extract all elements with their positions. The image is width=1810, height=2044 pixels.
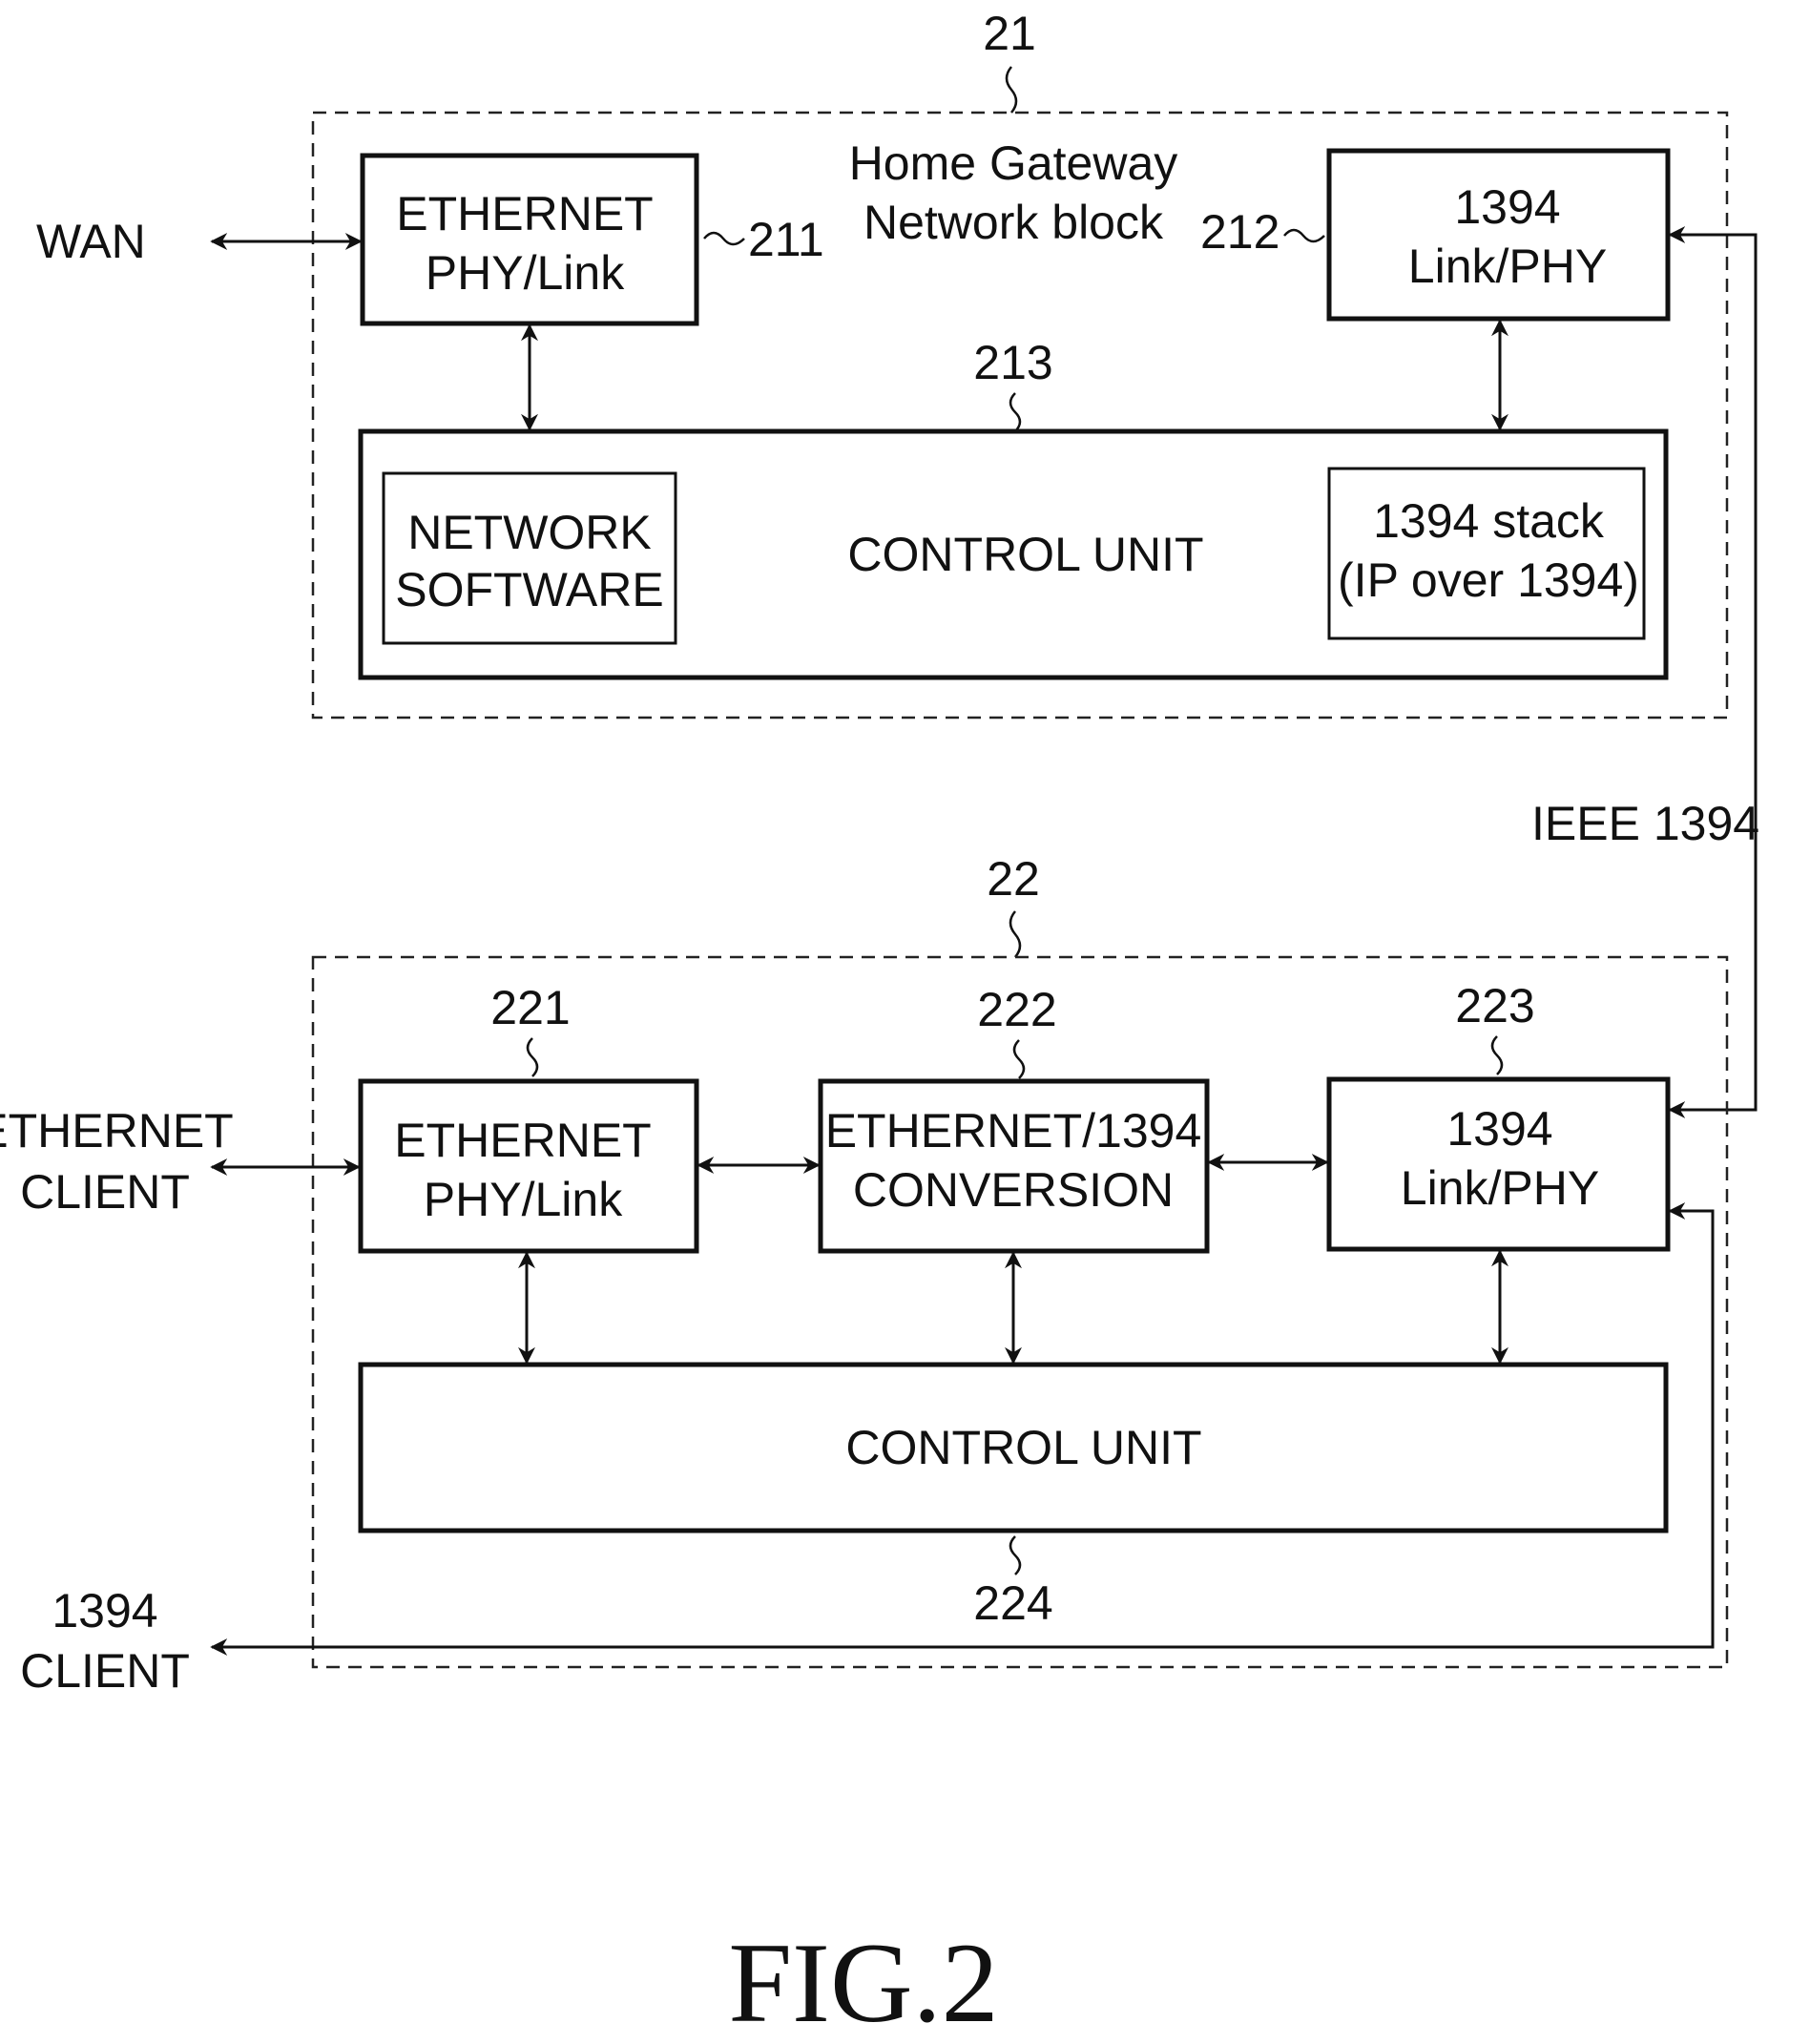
client-1394-line1: 1394 <box>52 1584 157 1637</box>
block-22-ref-squiggle <box>1010 911 1020 957</box>
conversion-222-line1: ETHERNET/1394 <box>825 1104 1202 1158</box>
link-phy-1394-212-line1: 1394 <box>1454 180 1560 234</box>
ethernet-phy-link-211-line2: PHY/Link <box>426 246 625 300</box>
home-gateway-ref-squiggle <box>1007 67 1016 113</box>
control-unit-213-label: CONTROL UNIT <box>847 528 1203 581</box>
ethernet-client-line1: ETHERNET <box>0 1104 234 1158</box>
ref-213-squiggle <box>1010 393 1020 431</box>
control-unit-224-label: CONTROL UNIT <box>845 1421 1201 1474</box>
figure-label: FIG.2 <box>728 1919 998 2044</box>
ref-221-label: 221 <box>490 981 570 1034</box>
wan-label: WAN <box>36 215 146 268</box>
ieee-1394-label: IEEE 1394 <box>1531 797 1759 850</box>
stack-1394-line2: (IP over 1394) <box>1338 553 1639 607</box>
link-phy-1394-223-line2: Link/PHY <box>1401 1161 1599 1215</box>
block-22-ref-label: 22 <box>987 852 1040 906</box>
ethernet-phy-link-221-line2: PHY/Link <box>424 1173 623 1226</box>
home-gateway-ref-label: 21 <box>983 7 1036 60</box>
stack-1394-line1: 1394 stack <box>1373 494 1605 548</box>
home-gateway-title-line2: Network block <box>863 196 1164 249</box>
client-1394-line2: CLIENT <box>20 1644 190 1698</box>
ref-221-squiggle <box>528 1038 537 1076</box>
ref-211-label: 211 <box>748 213 824 266</box>
ref-223-label: 223 <box>1455 979 1534 1032</box>
ref-213-label: 213 <box>973 336 1052 389</box>
ref-222-label: 222 <box>977 983 1056 1036</box>
link-phy-1394-box-212 <box>1329 151 1668 319</box>
home-gateway-title-line1: Home Gateway <box>849 136 1178 190</box>
ref-224-label: 224 <box>973 1576 1052 1630</box>
ref-223-squiggle <box>1492 1036 1502 1074</box>
ref-212-squiggle <box>1284 230 1324 241</box>
ethernet-client-line2: CLIENT <box>20 1165 190 1219</box>
client-network-block-22: 22 221 ETHERNET PHY/Link 222 ETHERNET/13… <box>313 852 1727 1667</box>
home-gateway-network-block: 21 Home Gateway Network block ETHERNET P… <box>313 7 1727 718</box>
ref-222-squiggle <box>1014 1040 1024 1078</box>
conversion-222-line2: CONVERSION <box>853 1163 1174 1217</box>
ref-211-squiggle <box>704 233 744 244</box>
link-phy-1394-212-line2: Link/PHY <box>1408 240 1607 293</box>
ethernet-phy-link-211-line1: ETHERNET <box>396 187 653 240</box>
ref-212-label: 212 <box>1200 205 1279 259</box>
network-software-line2: SOFTWARE <box>395 563 663 616</box>
link-phy-1394-223-line1: 1394 <box>1446 1102 1552 1156</box>
ieee-1394-bus-line <box>1670 235 1756 1110</box>
ethernet-phy-link-221-line1: ETHERNET <box>394 1114 651 1167</box>
network-software-line1: NETWORK <box>407 506 652 559</box>
ref-224-squiggle <box>1010 1536 1020 1575</box>
